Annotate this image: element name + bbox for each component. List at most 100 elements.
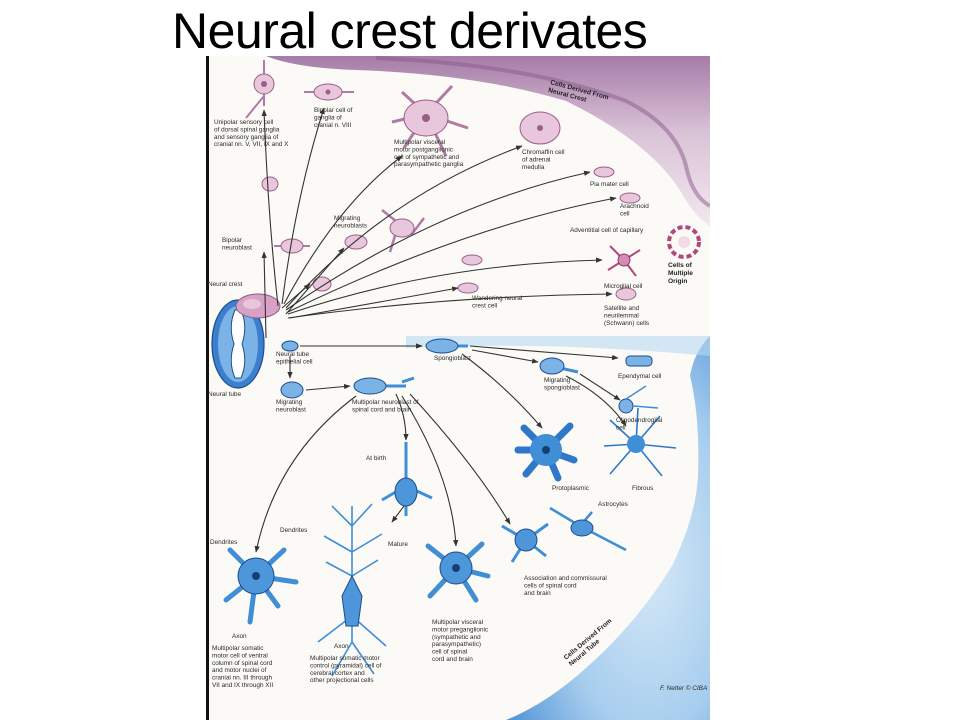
label-line: Ependymal cell: [618, 373, 661, 380]
label-at-birth: At birth: [366, 455, 387, 462]
ependymal-cell: [625, 355, 653, 367]
label-line: Association and commissural: [524, 575, 607, 582]
label-line: cell: [616, 424, 626, 431]
label-line: Wandering neural: [472, 295, 522, 302]
label-neural-tube: Neural tube: [208, 391, 241, 398]
label-axon-left: Axon: [232, 633, 247, 640]
label-line: Astrocytes: [598, 501, 628, 508]
label-line: cerebral cortex and: [310, 670, 365, 677]
multipolar-neuroblast-tube: [353, 376, 415, 395]
at-birth-neuron: [381, 442, 433, 516]
satellite-cell: [615, 287, 637, 301]
label-line: Bipolar: [222, 237, 243, 244]
neural-tube-section: [211, 299, 265, 389]
label-line: other projectional cells: [310, 677, 374, 684]
label-line: Chromaffin cell: [522, 149, 565, 156]
label-line: Neural crest: [208, 281, 243, 288]
label-line: Migrating: [334, 215, 361, 222]
label-line: and motor nuclei of: [212, 667, 267, 674]
label-line: Arachnoid: [620, 203, 649, 210]
small-crest-cell-a: [261, 176, 279, 192]
label-dendrites-left: Dendrites: [210, 539, 237, 546]
label-dendrites-mid: Dendrites: [280, 527, 307, 534]
visceral-pre-cell: [425, 541, 491, 603]
label-axon-mid: Axon: [334, 643, 349, 650]
label-line: cell of sympathetic and: [394, 154, 459, 161]
wandering-crest-cell-b: [457, 282, 479, 294]
pyramidal-cell: [317, 503, 387, 677]
label-line: Multipolar neuroblast of: [352, 399, 419, 406]
label-line: cell of spinal: [432, 649, 467, 656]
oligodendroglial-cell: [618, 385, 659, 414]
arrows: [254, 107, 627, 553]
label-line: Neural tube: [276, 351, 309, 358]
label-protoplasmic: Protoplasmic: [552, 485, 590, 492]
label-line: and sensory ganglia of: [214, 134, 279, 141]
label-line: parasympathetic ganglia: [394, 161, 464, 168]
pia-mater-cell: [593, 166, 615, 178]
label-line: neuroblasts: [334, 222, 367, 229]
label-mature: Mature: [388, 541, 408, 548]
label-line: At birth: [366, 455, 387, 462]
neural-tube-epithelial-cell: [281, 340, 299, 352]
migrating-neuroblast-crest-1: [381, 209, 425, 253]
label-line: cell: [620, 210, 630, 217]
label-line: Migrating: [276, 399, 303, 406]
label-line: ganglia of: [314, 114, 342, 121]
label-line: cells of spinal cord: [524, 582, 577, 589]
label-line: Dendrites: [210, 539, 237, 546]
label-line: control (pyramidal) cell of: [310, 662, 382, 669]
association-cell-b: [549, 506, 627, 552]
association-cell-a: [501, 522, 549, 563]
label-line: Spongioblast: [434, 355, 471, 362]
label-line: Axon: [232, 633, 247, 640]
label-line: Pia mater cell: [590, 181, 629, 188]
label-line: Multipolar somatic: [212, 645, 264, 652]
label-line: VII and IX through XII: [212, 682, 273, 689]
small-crest-cell-b: [312, 276, 332, 292]
label-line: Unipolar sensory cell: [214, 119, 273, 126]
migrating-neuroblast-tube: [280, 381, 304, 399]
tube-region: [506, 336, 710, 720]
label-line: parasympathetic): [432, 641, 481, 648]
spongioblast-cell: [425, 338, 468, 354]
label-line: Neural tube: [208, 391, 241, 398]
slide-title: Neural crest derivates: [172, 3, 648, 59]
label-line: and brain: [524, 590, 551, 597]
label-line: of dorsal spinal ganglia: [214, 126, 280, 133]
label-line: Multipolar visceral: [432, 619, 483, 626]
label-line: Bipolar cell of: [314, 107, 353, 114]
label-line: cord and brain: [432, 656, 473, 663]
label-line: Oligodendroglial: [616, 417, 662, 424]
label-adventitial: Adventitial cell of capillary: [570, 227, 644, 234]
label-pia-mater: Pia mater cell: [590, 181, 629, 188]
label-line: cranial n. VIII: [314, 122, 352, 129]
adventitial-capillary: [667, 225, 701, 259]
artist-signature: F. Netter © CIBA: [660, 684, 707, 692]
label-line: motor cell of ventral: [212, 652, 268, 659]
label-line: cranial nn. V, VII, IX and X: [214, 141, 289, 148]
label-line: medulla: [522, 164, 545, 171]
label-line: Axon: [334, 643, 349, 650]
crest-region: [266, 56, 710, 226]
crest-region-edge: [375, 56, 710, 208]
protoplasmic-astrocyte: [514, 422, 578, 482]
label-line: Mature: [388, 541, 408, 548]
microglial-cell: [607, 245, 641, 277]
label-line: spinal cord and brain: [352, 406, 412, 413]
label-line: (Schwann) cells: [604, 320, 649, 327]
label-neural-crest: Neural crest: [208, 281, 243, 288]
bipolar-cell-ganglia: [304, 83, 354, 101]
label-line: neurilemmal: [604, 312, 639, 319]
label-line: cranial nn. III through: [212, 675, 272, 682]
